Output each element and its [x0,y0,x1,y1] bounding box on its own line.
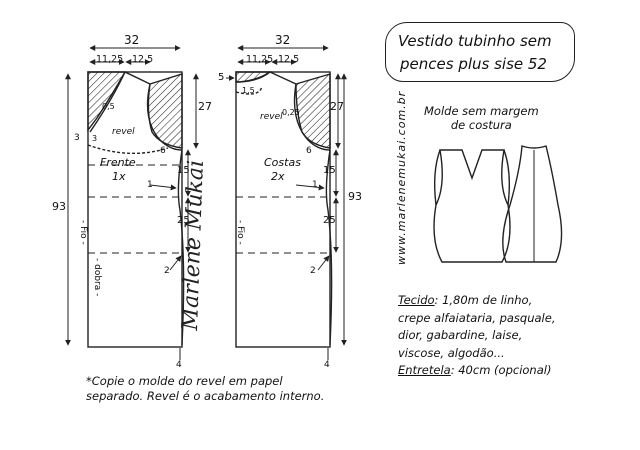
front-side-waist-label: 15 [177,165,190,176]
front-hip-out-label: 2 [164,266,170,276]
note-line-1: *Copie o molde do revel em papel [86,374,283,388]
front-revel-label: revel [112,127,135,137]
website-text: www.marlenemukai.com.br [395,90,408,265]
molde-label-line-2: de costura [450,118,512,132]
back-side-waist-label: 15 [323,165,336,176]
front-facing-depth-label: 6 [160,146,166,156]
back-shoulder-line [269,71,297,85]
title-box [385,22,575,82]
front-length-label: 93 [52,200,66,213]
front-neck-width-label: 11,25 [96,54,124,65]
front-neckline [89,71,126,133]
back-armhole-curve [293,83,331,151]
back-width-label: 32 [275,33,291,47]
fabric-line-1: : 1,80m de linho, [434,293,533,307]
dress-back-sketch [502,145,563,263]
front-outer-rectangle [87,71,183,348]
front-armhole-curve [146,83,183,151]
back-neckline [235,71,271,83]
molde-label-line-1: Molde sem margem [424,104,539,118]
back-neck-drop-label: 5 [218,72,225,83]
front-facing-width-label: 0,5 [102,102,115,111]
back-facing-width-label: 0,25 [282,108,300,117]
back-armhole-facing-hatch [295,73,331,149]
back-hem-drop-label: 4 [324,360,330,370]
molde-label: Molde sem margem de costura [424,104,539,132]
back-hip-label: 25 [323,215,336,226]
back-facing-depth-label: 6 [306,146,312,156]
title-line-2: pences plus sise 52 [400,55,547,73]
back-shoulder-width-label: 12,5 [278,54,300,65]
front-armhole-depth-label: 27 [198,100,212,113]
front-hip-label: 25 [177,215,190,226]
dress-front-sketch [433,149,511,263]
front-waist-in-label: 1 [147,180,153,190]
front-piece-count: 1x [112,170,126,183]
fabric-line-2: crepe alfaiataria, pasquale, [398,310,556,325]
back-outer-rectangle [235,71,331,348]
back-length-label: 93 [348,190,362,203]
back-hip-out-label: 2 [310,266,316,276]
front-side-seam [177,149,185,346]
back-waist-in-label: 1 [312,180,318,190]
back-neck-width-label: 11,25 [246,54,274,65]
facing-note: *Copie o molde do revel em papel separad… [86,374,324,404]
front-armhole-facing-hatch [147,73,183,149]
back-fio-label: - Fio - [235,220,245,245]
front-width-label: 32 [124,33,140,47]
title-line-1: Vestido tubinho sem [398,32,552,50]
back-piece-count: 2x [271,170,285,183]
front-pattern-piece [65,45,199,360]
front-facing-line [87,144,169,154]
front-dobra-label: - dobra - [92,258,102,297]
fabric-label: Tecido [398,293,435,307]
back-revel-label: revel [260,112,283,122]
front-hem-drop-label: 4 [176,360,182,370]
interfacing-label: Entretela [398,363,451,377]
front-neck-facing-hatch [87,71,127,133]
note-line-2: separado. Revel é o acabamento interno. [86,389,325,403]
back-side-seam [325,149,333,346]
fabric-line-4: viscose, algodão... [398,345,505,360]
front-neck-offset-label: 3 [74,133,80,143]
back-piece-name: Costas [264,156,301,169]
fabric-line-3: dior, gabardine, laise, [398,328,523,342]
front-shoulder-line [124,71,151,85]
front-fio-label: - Fio - [78,220,88,245]
back-pattern-piece [226,45,347,360]
back-armhole-depth-label: 27 [330,100,344,113]
back-neck-label: 1,5 [242,86,255,95]
front-piece-name: Frente [100,156,136,169]
front-neck-side-label: 3 [92,134,98,143]
interfacing-value: : 40cm (opcional) [450,363,552,377]
front-shoulder-width-label: 12,5 [132,54,154,65]
fabric-info: Tecido: 1,80m de linho, crepe alfaiatari… [398,292,555,380]
